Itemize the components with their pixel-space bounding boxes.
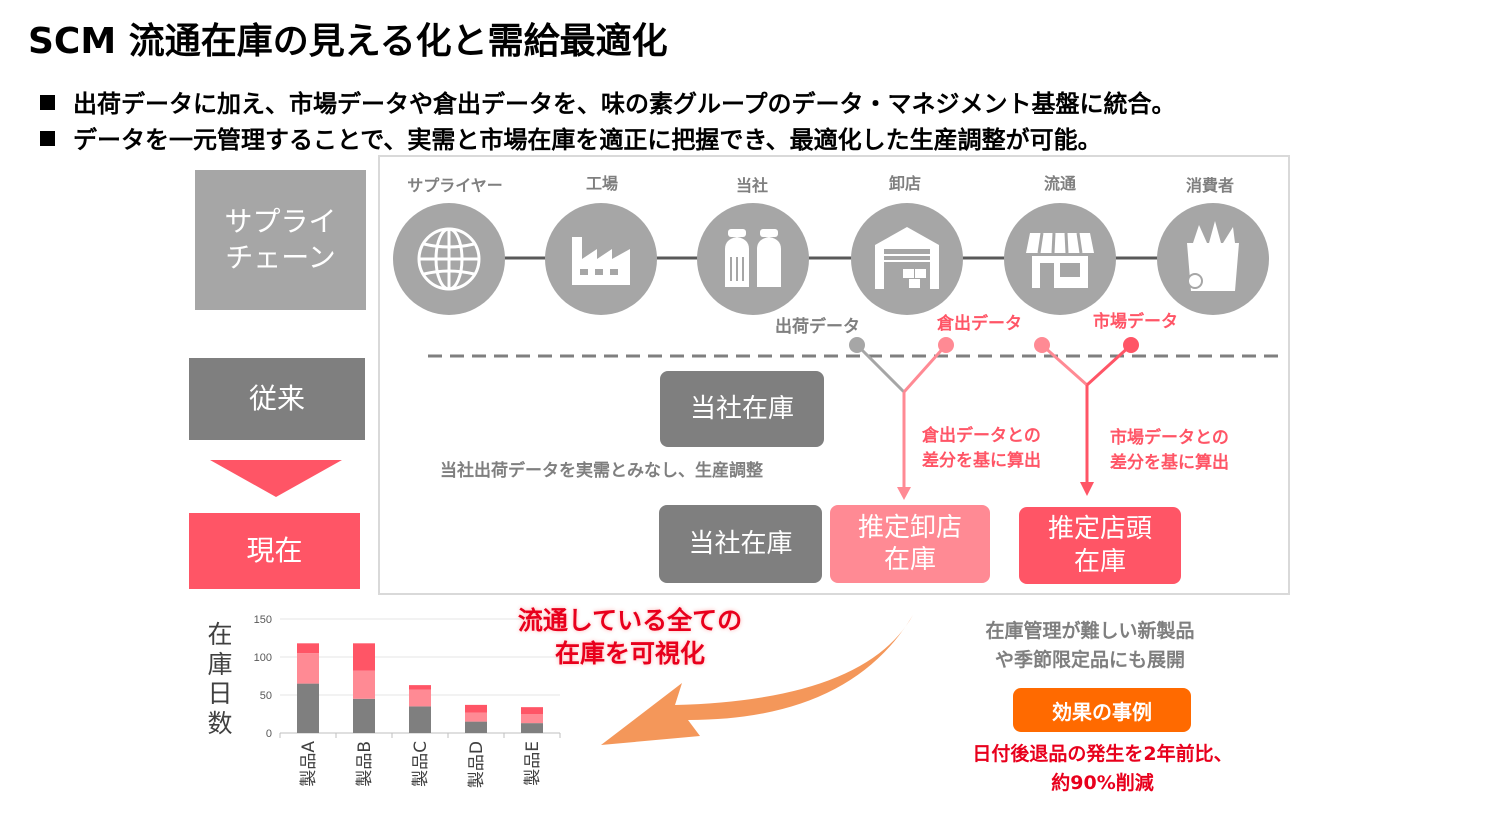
x-tick-label: 製品D xyxy=(467,741,487,788)
effect-result: 日付後退品の発生を2年前比、 約90%削減 xyxy=(972,743,1233,795)
stage-label-retail: 流通 xyxy=(1043,174,1076,193)
x-tick-label: 製品B xyxy=(355,741,375,787)
current-company-inventory: 当社在庫 xyxy=(659,505,822,583)
estimated-wholesale-inventory: 推定卸店 在庫 xyxy=(830,505,990,583)
bar-segment xyxy=(521,707,543,714)
bar-segment xyxy=(297,653,319,684)
wholesaler-node xyxy=(851,203,963,315)
consumer-node xyxy=(1157,203,1269,315)
estimated-store-inventory: 推定店頭 在庫 xyxy=(1019,507,1181,584)
y-tick-label: 150 xyxy=(254,614,272,626)
bar-segment xyxy=(521,714,543,724)
x-tick-label: 製品C xyxy=(411,741,431,787)
visualize-caption: 流通している全ての 在庫を可視化 xyxy=(517,606,743,668)
warehouse-icon xyxy=(875,227,939,289)
bar-segment xyxy=(297,643,319,654)
conventional-label: 従来 xyxy=(189,358,365,440)
bullet-square-icon xyxy=(40,95,55,110)
page-title: SCM 流通在庫の見える化と需給最適化 xyxy=(28,21,668,62)
big-arrow-icon xyxy=(601,615,913,745)
shipping-data-label: 出荷データ xyxy=(775,317,860,337)
supply-chain-frame xyxy=(378,155,1290,595)
stage-label-wholesaler: 卸店 xyxy=(888,174,921,193)
current-label: 現在 xyxy=(189,513,360,589)
supply-chain-label: サプライ チェーン xyxy=(195,170,366,310)
factory-node xyxy=(545,203,657,315)
supplier-node xyxy=(393,203,505,315)
y-tick-label: 0 xyxy=(266,728,272,740)
bar-segment xyxy=(465,712,487,722)
bar-segment xyxy=(353,698,375,733)
effect-badge: 効果の事例 xyxy=(1013,688,1191,732)
conventional-company-inventory: 当社在庫 xyxy=(660,371,824,447)
conventional-note: 当社出荷データを実需とみなし、生産調整 xyxy=(440,461,763,481)
market-data-label: 市場データ xyxy=(1093,312,1178,332)
dashed-divider xyxy=(428,354,1282,358)
stage-label-consumer: 消費者 xyxy=(1185,176,1234,195)
bullet-1-text: 出荷データに加え、市場データや倉出データを、味の素グループのデータ・マネジメント… xyxy=(73,90,1176,118)
down-arrow-icon xyxy=(210,460,342,497)
bar-segment xyxy=(409,685,431,690)
bar-segment xyxy=(465,704,487,713)
bullet-2: データを一元管理することで、実需と市場在庫を適正に把握でき、最適化した生産調整が… xyxy=(40,120,1102,155)
bullet-1: 出荷データに加え、市場データや倉出データを、味の素グループのデータ・マネジメント… xyxy=(40,84,1176,119)
stage-label-factory: 工場 xyxy=(585,174,618,193)
data-merge-connectors xyxy=(849,337,1139,500)
factory-icon xyxy=(572,237,630,285)
chart-ylabel: 在庫日数 xyxy=(207,620,233,738)
bullet-square-icon xyxy=(40,131,55,146)
retail-node xyxy=(1004,203,1116,315)
bar-segment xyxy=(297,683,319,733)
bar-segment xyxy=(521,723,543,733)
x-tick-label: 製品A xyxy=(299,741,319,787)
stage-label-company: 当社 xyxy=(735,176,768,195)
bullet-2-text: データを一元管理することで、実需と市場在庫を適正に把握でき、最適化した生産調整が… xyxy=(73,126,1102,154)
inventory-days-chart: 0 50 100 150 製品A 製品B 製品C 製品D 製品E xyxy=(254,614,561,788)
seasoning-bottles-icon xyxy=(725,229,781,287)
bar-segment xyxy=(353,670,375,699)
store-icon xyxy=(1026,232,1094,288)
bar-segment xyxy=(465,721,487,733)
bar-segment xyxy=(409,689,431,707)
warehouse-diff-note: 倉出データとの 差分を基に算出 xyxy=(922,426,1041,471)
stage-label-supplier: サプライヤー xyxy=(407,176,503,195)
y-tick-label: 50 xyxy=(260,690,272,702)
bar-segment xyxy=(353,643,375,671)
warehouse-out-data-label: 倉出データ xyxy=(937,314,1022,334)
globe-icon xyxy=(417,227,481,291)
expansion-note: 在庫管理が難しい新製品 や季節限定品にも展開 xyxy=(985,620,1195,672)
y-tick-label: 100 xyxy=(254,652,272,664)
market-diff-note: 市場データとの 差分を基に算出 xyxy=(1110,428,1229,473)
x-tick-label: 製品E xyxy=(523,741,543,786)
bar-segment xyxy=(409,706,431,733)
company-node xyxy=(697,203,809,315)
shopping-bag-icon xyxy=(1187,221,1239,291)
